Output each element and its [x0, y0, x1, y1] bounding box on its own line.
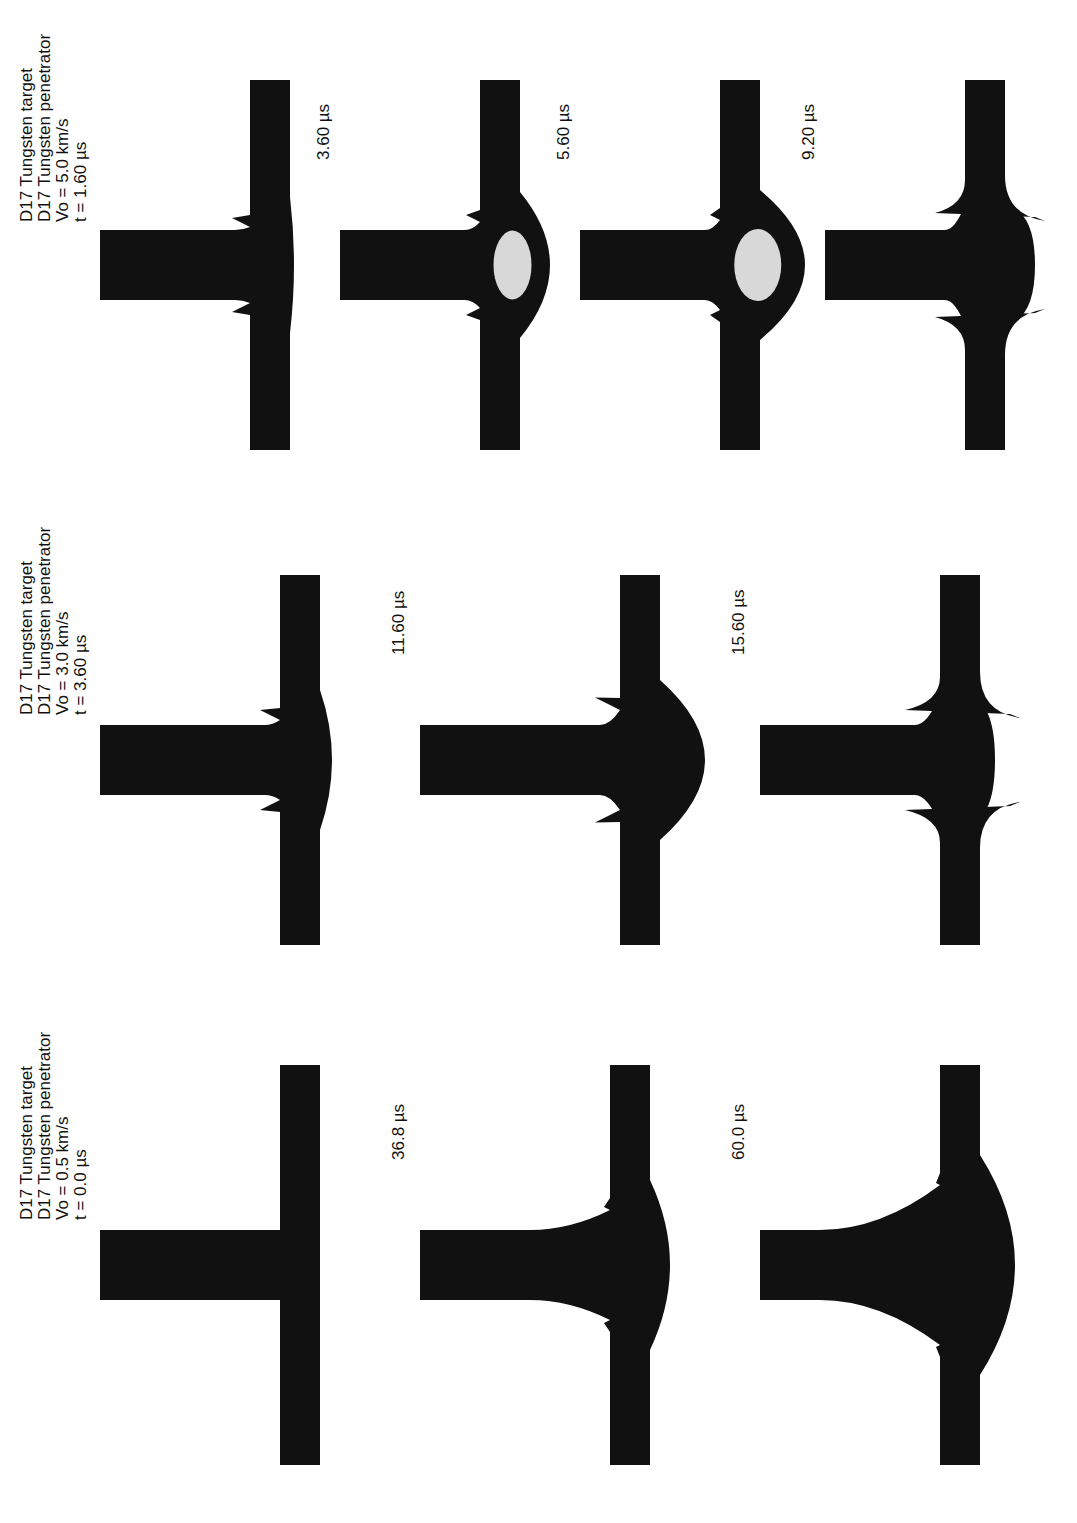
- impact-stage: [760, 575, 1020, 945]
- crater-lip: [260, 708, 280, 720]
- penetrator-rod: [760, 695, 995, 825]
- crater-lip: [604, 1320, 610, 1332]
- crater-lip: [595, 698, 620, 711]
- target-plate: [250, 80, 294, 450]
- crater-lip: [936, 1173, 940, 1185]
- impact-stage: [100, 80, 294, 450]
- case-label: D17 Tungsten target: [18, 1066, 36, 1220]
- penetrator-rod: [760, 1185, 955, 1345]
- case-label: D17 Tungsten target: [18, 561, 36, 715]
- time-label: 15.60 µs: [730, 589, 748, 655]
- case-label: D17 Tungsten target: [18, 68, 36, 222]
- case-label: D17 Tungsten penetrator: [36, 527, 54, 715]
- crater-lip: [595, 810, 620, 823]
- penetrator-rod: [100, 227, 255, 303]
- impact-stage: [100, 575, 332, 945]
- case-label: Vo = 5.0 km/s: [54, 119, 72, 222]
- time-label: 3.60 µs: [315, 104, 333, 160]
- impact-stage: [580, 80, 805, 450]
- penetrator-rod: [825, 205, 1035, 325]
- target-fragment: [935, 309, 1045, 450]
- crater-lip: [466, 308, 480, 320]
- case-label: t = 3.60 µs: [72, 635, 90, 715]
- impact-stage: [340, 80, 550, 450]
- impact-stage: [825, 80, 1045, 450]
- penetrator-rod: [100, 1230, 281, 1300]
- crater-lip: [232, 215, 250, 227]
- crater-lip: [604, 1198, 610, 1210]
- time-label: 11.60 µs: [390, 591, 408, 655]
- impact-stage: [100, 1065, 320, 1465]
- case-label: Vo = 3.0 km/s: [54, 612, 72, 715]
- penetrator-rod: [420, 1210, 620, 1320]
- crater-lip: [260, 800, 280, 812]
- case-label: t = 0.0 µs: [72, 1149, 90, 1220]
- case-label: t = 1.60 µs: [72, 142, 90, 222]
- time-label: 9.20 µs: [800, 104, 818, 160]
- impact-stage: [420, 1065, 670, 1465]
- impact-stage: [420, 575, 705, 945]
- target-fragment: [935, 80, 1045, 221]
- penetrator-rod: [340, 222, 505, 308]
- time-label: 5.60 µs: [555, 104, 573, 160]
- time-label: 60.0 µs: [730, 1104, 748, 1160]
- impact-stage: [760, 1065, 1015, 1465]
- crater-lip: [710, 310, 720, 322]
- case-label: D17 Tungsten penetrator: [36, 34, 54, 222]
- crater-lip: [232, 303, 250, 315]
- spall-lens: [494, 231, 532, 300]
- penetrator-rod: [420, 710, 655, 810]
- crater-lip: [710, 208, 720, 220]
- case-label: D17 Tungsten penetrator: [36, 1032, 54, 1220]
- penetrator-rod: [580, 220, 760, 310]
- spall-lens: [734, 229, 781, 301]
- time-label: 36.8 µs: [390, 1104, 408, 1160]
- crater-lip: [936, 1345, 940, 1357]
- target-plate: [280, 1065, 320, 1465]
- case-label: Vo = 0.5 km/s: [54, 1117, 72, 1220]
- crater-lip: [466, 210, 480, 222]
- penetrator-rod: [100, 720, 290, 800]
